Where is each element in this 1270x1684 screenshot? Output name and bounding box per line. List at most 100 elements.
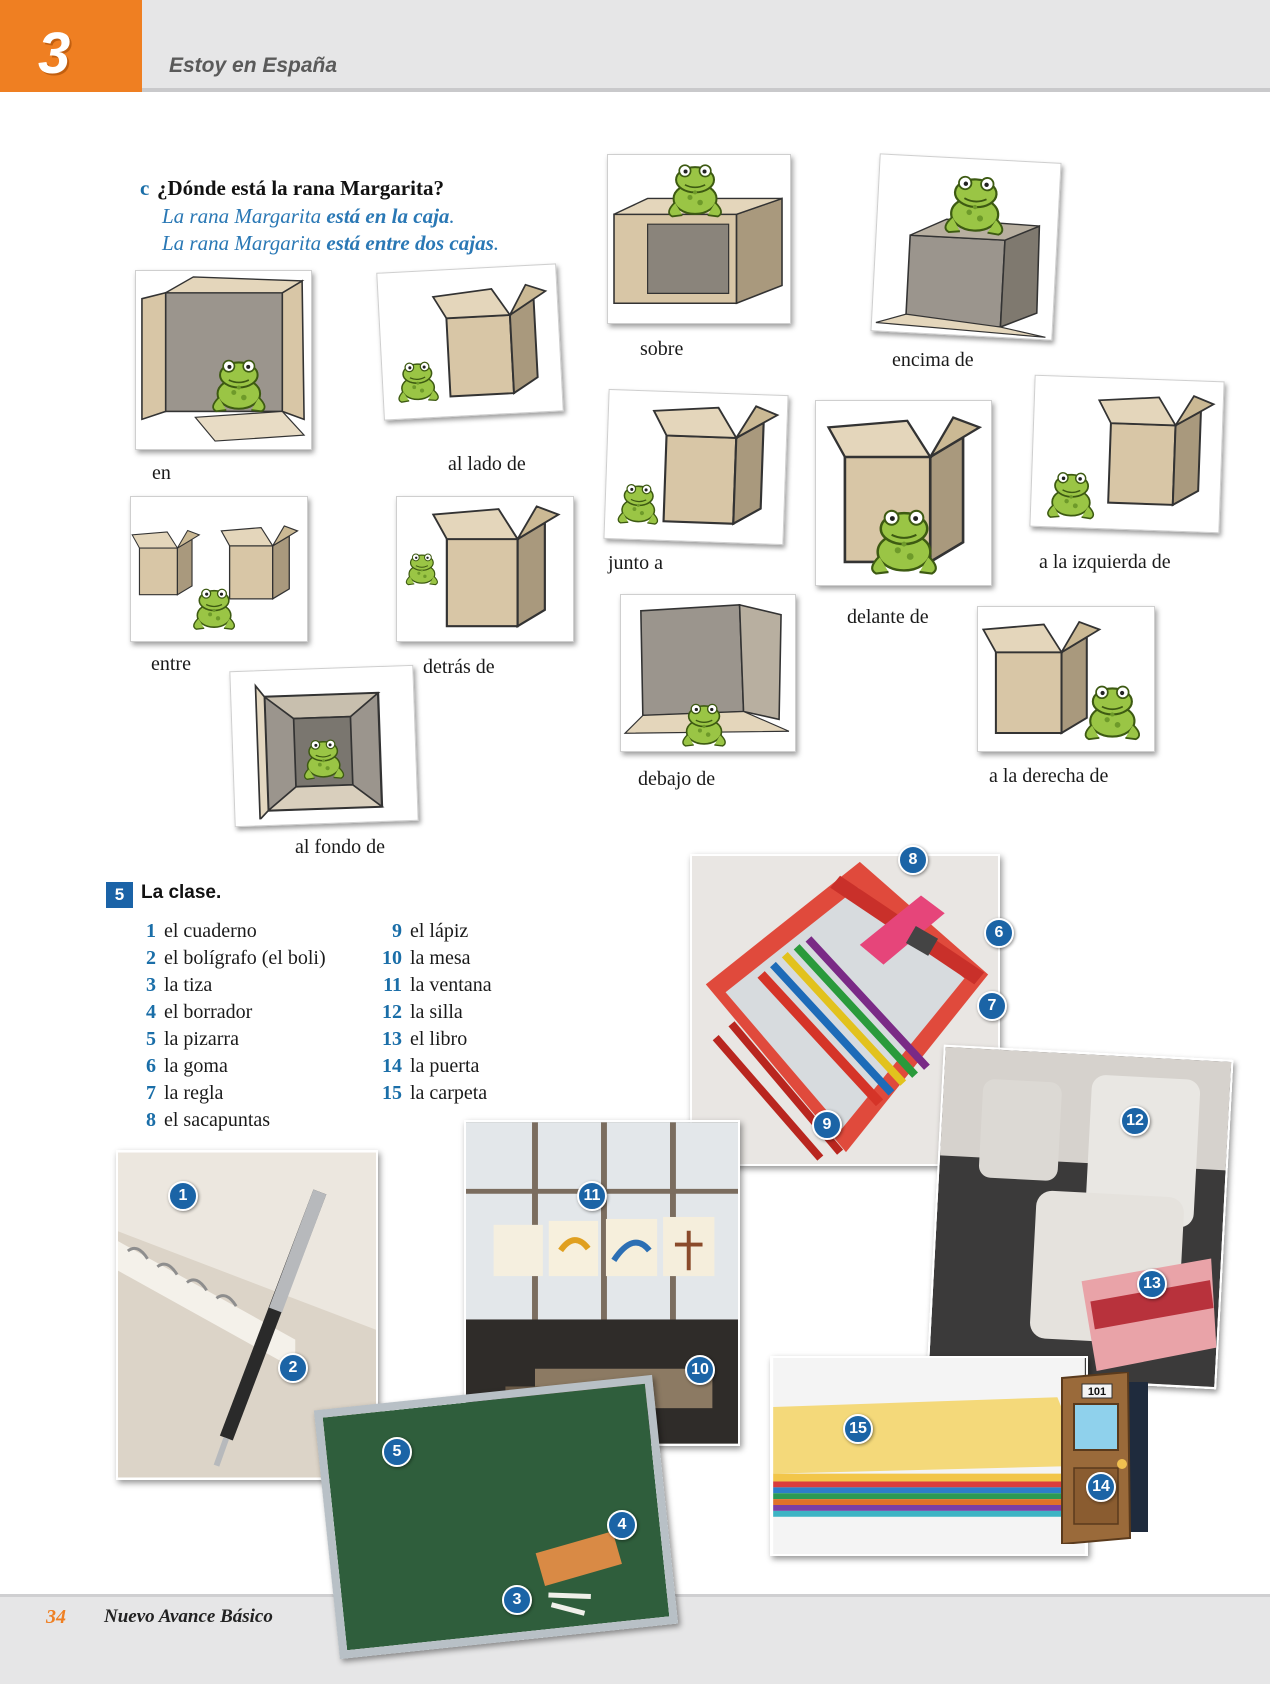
photo-badge: 13 — [1137, 1269, 1167, 1299]
frog-picture-debajo-de — [620, 594, 796, 752]
vocab-number: 14 — [382, 1055, 402, 1077]
example-bold: está en la caja — [326, 204, 450, 228]
photo-badge: 7 — [977, 991, 1007, 1021]
picture-label: sobre — [640, 338, 684, 360]
frog-between-boxes-illustration — [131, 525, 299, 630]
vocab-number: 3 — [146, 974, 156, 996]
vocab-item: 10 la mesa — [380, 947, 471, 970]
picture-label: encima de — [892, 349, 974, 371]
vocab-item: 4 el borrador — [134, 1001, 252, 1024]
picture-label: junto a — [608, 552, 663, 574]
frog-picture-a-la-izquierda-de — [1029, 374, 1225, 534]
door-image: 101 — [1061, 1370, 1148, 1546]
frog-in-box-illustration — [141, 276, 306, 442]
example-bold: está entre dos cajas — [326, 231, 494, 255]
frog-left-of-box-illustration — [1046, 391, 1215, 520]
vocab-word: la tiza — [164, 974, 213, 996]
frog-beside-box-illustration — [396, 282, 552, 404]
example-suffix: . — [493, 231, 499, 255]
photo-badge: 3 — [502, 1585, 532, 1615]
vocab-number: 10 — [382, 947, 402, 969]
vocab-word: la mesa — [410, 947, 471, 969]
page-number: 34 — [46, 1606, 66, 1628]
photo-badge: 6 — [984, 918, 1014, 948]
frog-picture-junto-a — [603, 388, 789, 546]
vocab-word: la goma — [164, 1055, 228, 1077]
section-title: La clase. — [141, 882, 222, 903]
photo-badge: 8 — [898, 845, 928, 875]
folders-image — [773, 1358, 1085, 1554]
vocab-number: 8 — [146, 1109, 156, 1131]
vocab-word: la pizarra — [164, 1028, 239, 1050]
photo-badge: 4 — [607, 1510, 637, 1540]
section-number: 5 — [106, 882, 133, 908]
pencil-case-photo — [690, 854, 1000, 1166]
picture-label: a la derecha de — [989, 765, 1109, 787]
folders-photo — [770, 1356, 1088, 1556]
frog-picture-encima-de — [870, 153, 1062, 341]
vocab-item: 9 el lápiz — [380, 920, 468, 943]
pencil-case-image — [692, 856, 998, 1164]
frog-under-box-illustration — [623, 603, 790, 747]
vocab-number: 12 — [382, 1001, 402, 1023]
example-suffix: . — [449, 204, 455, 228]
frog-in-front-of-box-illustration — [827, 416, 981, 575]
frog-on-top-of-box-illustration — [875, 174, 1046, 338]
vocab-number: 9 — [392, 920, 402, 942]
frog-next-to-box-illustration — [617, 401, 779, 527]
photo-badge: 11 — [577, 1181, 607, 1211]
photo-badge: 10 — [685, 1355, 715, 1385]
frog-at-back-of-box-illustration — [254, 680, 384, 820]
chairs-photo — [926, 1044, 1234, 1390]
vocab-word: el borrador — [164, 1001, 253, 1023]
picture-label: al lado de — [448, 453, 526, 475]
example-sentence: La rana Margarita está entre dos cajas. — [162, 231, 499, 256]
photo-badge: 9 — [812, 1110, 842, 1140]
photo-badge: 14 — [1086, 1472, 1116, 1502]
vocab-item: 14 la puerta — [380, 1055, 479, 1078]
frog-picture-en — [135, 270, 312, 450]
vocab-number: 7 — [146, 1082, 156, 1104]
frog-right-of-box-illustration — [982, 620, 1141, 741]
vocab-item: 8 el sacapuntas — [134, 1109, 270, 1132]
frog-picture-entre — [130, 496, 308, 642]
vocab-word: la puerta — [410, 1055, 480, 1077]
picture-label: debajo de — [638, 768, 716, 790]
picture-label: a la izquierda de — [1039, 551, 1171, 573]
picture-label: entre — [151, 653, 191, 675]
door-illustration: 101 — [1058, 1370, 1158, 1546]
vocab-word: el sacapuntas — [164, 1109, 271, 1131]
picture-label: detrás de — [423, 656, 495, 678]
frog-behind-box-illustration — [405, 505, 560, 628]
vocab-number: 6 — [146, 1055, 156, 1077]
photo-badge: 2 — [278, 1353, 308, 1383]
frog-picture-delante-de — [815, 400, 992, 586]
vocab-word: el lápiz — [410, 920, 469, 942]
header-rule — [0, 88, 1270, 92]
header-band — [0, 0, 1270, 92]
example-sentence: La rana Margarita está en la caja. — [162, 204, 455, 229]
picture-label: en — [152, 462, 171, 484]
unit-number-box: 3 — [0, 0, 142, 92]
unit-number: 3 — [38, 21, 71, 86]
vocab-item: 6 la goma — [134, 1055, 228, 1078]
vocab-number: 1 — [146, 920, 156, 942]
vocab-number: 11 — [383, 974, 402, 996]
vocab-item: 3 la tiza — [134, 974, 212, 997]
vocab-number: 15 — [382, 1082, 402, 1104]
photo-badge: 5 — [382, 1437, 412, 1467]
photo-badge: 1 — [168, 1181, 198, 1211]
vocab-word: el bolígrafo (el boli) — [164, 947, 326, 969]
vocab-number: 4 — [146, 1001, 156, 1023]
vocab-word: la silla — [410, 1001, 463, 1023]
chairs-and-books-image — [928, 1047, 1232, 1387]
photo-badge: 15 — [843, 1414, 873, 1444]
photo-badge: 12 — [1120, 1106, 1150, 1136]
picture-label: al fondo de — [295, 836, 385, 858]
vocab-word: el libro — [410, 1028, 468, 1050]
